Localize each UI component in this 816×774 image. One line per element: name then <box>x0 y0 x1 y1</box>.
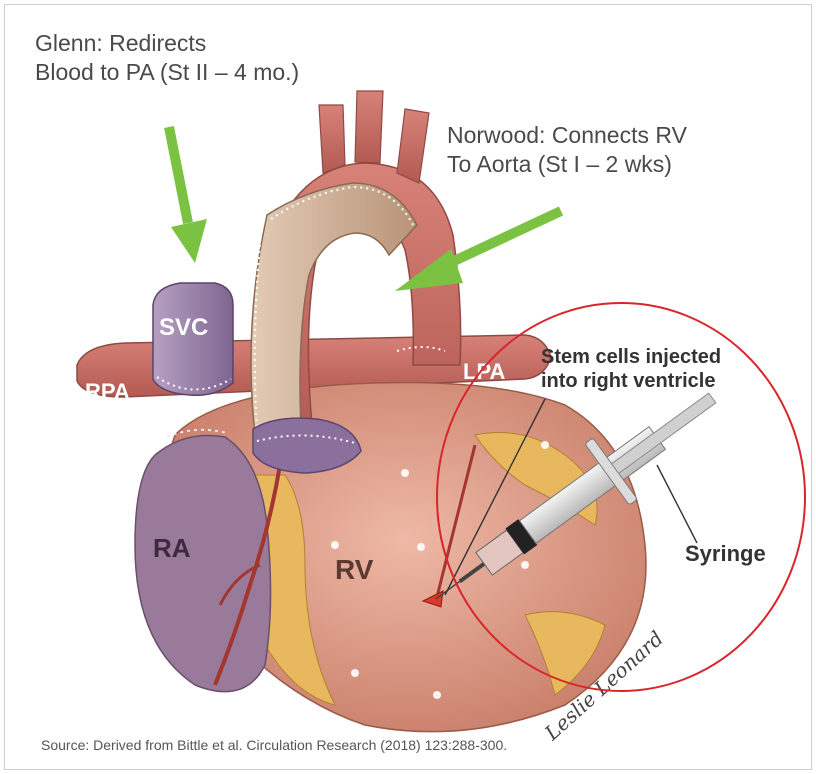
lpa-label: LPA <box>463 359 505 384</box>
heart-illustration: SVC RPA LPA RA RV Stem cells injected in… <box>5 5 811 769</box>
norwood-caption: Norwood: Connects RV To Aorta (St I – 2 … <box>447 121 687 179</box>
source-citation: Source: Derived from Bittle et al. Circu… <box>41 737 507 753</box>
norwood-caption-line1: Norwood: Connects RV <box>447 121 687 150</box>
glenn-caption-line2: Blood to PA (St II – 4 mo.) <box>35 58 299 87</box>
stem-cells-label-line1: Stem cells injected <box>541 346 721 368</box>
right-atrium <box>135 435 271 691</box>
glenn-arrow-icon <box>169 127 207 263</box>
ra-label: RA <box>153 533 191 563</box>
rv-label: RV <box>335 554 374 585</box>
glenn-caption-line1: Glenn: Redirects <box>35 29 299 58</box>
svc-label: SVC <box>159 314 208 341</box>
syringe-label: Syringe <box>685 541 766 566</box>
norwood-caption-line2: To Aorta (St I – 2 wks) <box>447 150 687 179</box>
figure-frame: SVC RPA LPA RA RV Stem cells injected in… <box>4 4 812 770</box>
glenn-caption: Glenn: Redirects Blood to PA (St II – 4 … <box>35 29 299 87</box>
stem-cells-label-line2: into right ventricle <box>541 370 715 392</box>
rpa-label: RPA <box>85 379 130 404</box>
